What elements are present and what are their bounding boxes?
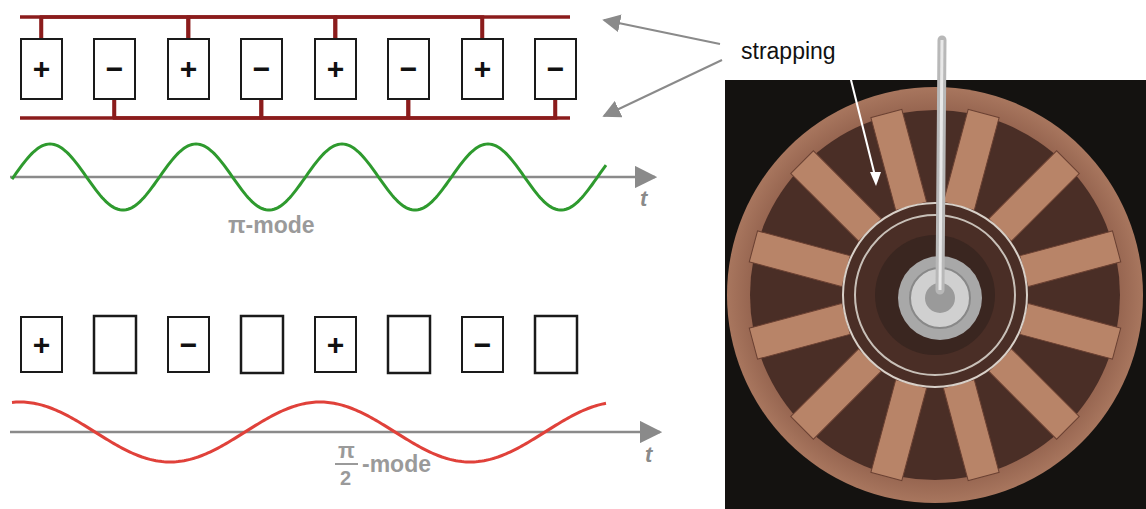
magnetron-photo xyxy=(725,40,1146,509)
strap-connector xyxy=(42,17,189,38)
strap-connector xyxy=(115,100,262,118)
strap-connector xyxy=(336,17,483,38)
strap-connector xyxy=(409,100,556,118)
strap-connector xyxy=(262,100,409,118)
charge-sign: + xyxy=(180,54,198,84)
cavity-box: − xyxy=(93,38,136,100)
charge-sign: + xyxy=(327,54,345,84)
anode-vane xyxy=(1020,231,1121,287)
leader-line xyxy=(604,60,722,116)
anode-vane xyxy=(871,380,927,481)
anode-vane xyxy=(871,109,927,210)
strap-bar xyxy=(20,17,570,118)
cavity-box: − xyxy=(240,38,283,100)
mode-label: -mode xyxy=(362,453,431,476)
charge-sign: + xyxy=(474,54,492,84)
charge-sign: − xyxy=(106,54,124,84)
cavity-box: + xyxy=(314,316,357,373)
anode-vane xyxy=(989,151,1080,242)
fraction-bar xyxy=(335,463,358,465)
mode-label: π-mode xyxy=(228,214,315,237)
axis-label: t xyxy=(640,188,647,210)
charge-sign: − xyxy=(474,330,492,360)
cavity-box: − xyxy=(167,316,210,373)
pi-mode-wave xyxy=(12,144,606,210)
cavity-box: − xyxy=(534,38,577,100)
callout-label: strapping xyxy=(741,40,836,63)
charge-sign: − xyxy=(400,54,418,84)
strap-stub xyxy=(41,17,555,118)
cavity-box: + xyxy=(461,38,504,100)
cavity-box: + xyxy=(314,38,357,100)
anode-vane xyxy=(943,380,999,481)
time-axis xyxy=(10,176,655,179)
mode-label: π xyxy=(338,440,355,462)
cavity-box: − xyxy=(461,316,504,373)
anode-vane xyxy=(791,349,882,440)
cavity-box: + xyxy=(20,316,63,373)
anode-vane xyxy=(749,303,850,359)
cavity-box: − xyxy=(387,38,430,100)
charge-sign: + xyxy=(33,54,51,84)
charge-sign: + xyxy=(327,330,345,360)
leader-line xyxy=(604,20,720,44)
half-pi-mode-wave xyxy=(12,402,606,462)
strap-connector xyxy=(189,17,336,38)
axis-label: t xyxy=(645,444,652,466)
charge-sign: − xyxy=(547,54,565,84)
cavity-box: + xyxy=(20,38,63,100)
cavity-box: + xyxy=(167,38,210,100)
time-axis xyxy=(10,431,660,434)
empty-cavity xyxy=(94,316,577,373)
charge-sign: + xyxy=(33,330,51,360)
anode-vane xyxy=(989,349,1080,440)
anode-vane xyxy=(791,151,882,242)
anode-vane xyxy=(1020,303,1121,359)
anode-vane xyxy=(943,109,999,210)
charge-sign: − xyxy=(180,330,198,360)
mode-label: 2 xyxy=(340,468,351,488)
anode-vane xyxy=(749,231,850,287)
charge-sign: − xyxy=(253,54,271,84)
